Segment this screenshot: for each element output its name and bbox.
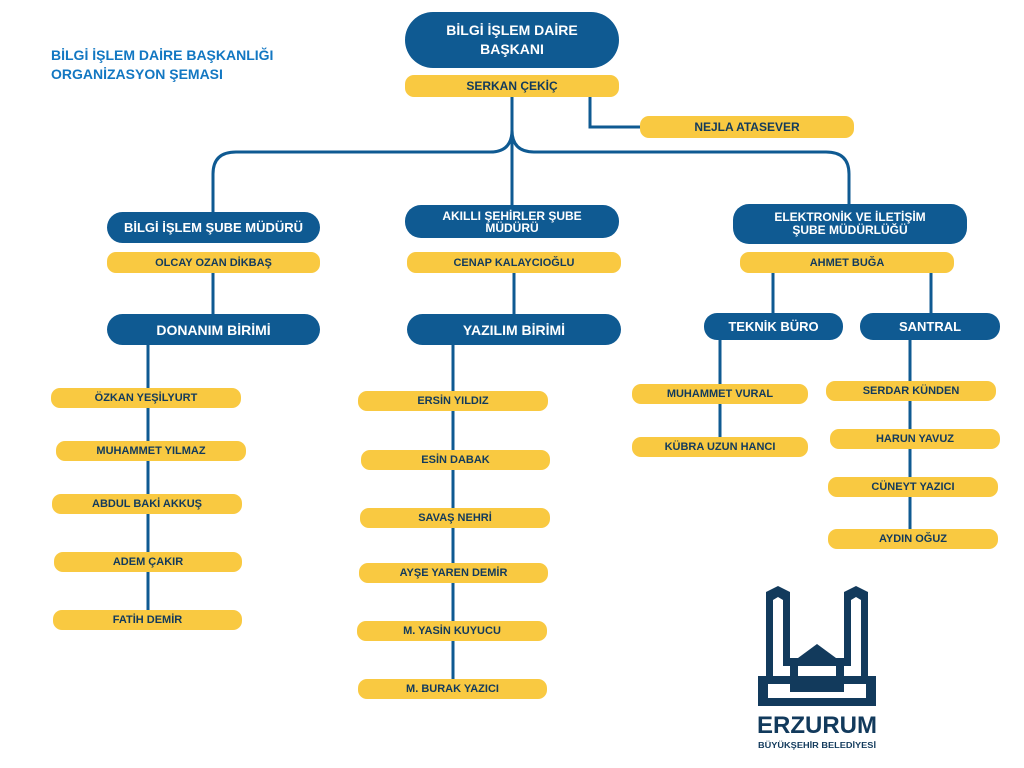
chart-title-line2: ORGANİZASYON ŞEMASI: [51, 66, 223, 82]
chart-title-line1: BİLGİ İŞLEM DAİRE BAŞKANLIĞI: [51, 47, 274, 63]
branch-right-manager: AHMET BUĞA: [740, 252, 954, 273]
member-box: M. BURAK YAZICI: [358, 679, 547, 699]
member-box: CÜNEYT YAZICI: [828, 477, 998, 497]
branch-middle-title: AKILLI ŞEHİRLER ŞUBE MÜDÜRÜ: [405, 205, 619, 238]
branch-middle-unit: YAZILIM BİRİMİ: [407, 314, 621, 345]
member-box: ERSİN YILDIZ: [358, 391, 548, 411]
member-box: ABDUL BAKİ AKKUŞ: [52, 494, 242, 514]
member-box: ESİN DABAK: [361, 450, 550, 470]
member-box: HARUN YAVUZ: [830, 429, 1000, 449]
member-box: M. YASİN KUYUCU: [357, 621, 547, 641]
member-box: KÜBRA UZUN HANCI: [632, 437, 808, 457]
assistant-box: NEJLA ATASEVER: [640, 116, 854, 138]
member-box: ADEM ÇAKIR: [54, 552, 242, 572]
member-box: ÖZKAN YEŞİLYURT: [51, 388, 241, 408]
branch-left-manager: OLCAY OZAN DİKBAŞ: [107, 252, 320, 273]
logo-subtitle: BÜYÜKŞEHİR BELEDİYESİ: [758, 741, 876, 750]
branch-left-unit: DONANIM BİRİMİ: [107, 314, 320, 345]
head-name-box: SERKAN ÇEKİÇ: [405, 75, 619, 97]
member-box: SAVAŞ NEHRİ: [360, 508, 550, 528]
erzurum-logo: ERZURUM BÜYÜKŞEHİR BELEDİYESİ: [757, 586, 877, 750]
member-box: MUHAMMET VURAL: [632, 384, 808, 404]
logo-name: ERZURUM: [757, 712, 877, 739]
logo-emblem-icon: [758, 586, 876, 706]
branch-left-title: BİLGİ İŞLEM ŞUBE MÜDÜRÜ: [107, 212, 320, 243]
unit-santral: SANTRAL: [860, 313, 1000, 340]
member-box: MUHAMMET YILMAZ: [56, 441, 246, 461]
chart-title: BİLGİ İŞLEM DAİRE BAŞKANLIĞI ORGANİZASYO…: [51, 46, 273, 84]
member-box: AYŞE YAREN DEMİR: [359, 563, 548, 583]
member-box: FATİH DEMİR: [53, 610, 242, 630]
branch-right-title: ELEKTRONİK VE İLETİŞİM ŞUBE MÜDÜRLÜĞÜ: [733, 204, 967, 244]
member-box: AYDIN OĞUZ: [828, 529, 998, 549]
head-title-box: BİLGİ İŞLEM DAİRE BAŞKANI: [405, 12, 619, 68]
unit-teknik-buro: TEKNİK BÜRO: [704, 313, 843, 340]
member-box: SERDAR KÜNDEN: [826, 381, 996, 401]
branch-middle-manager: CENAP KALAYCIOĞLU: [407, 252, 621, 273]
